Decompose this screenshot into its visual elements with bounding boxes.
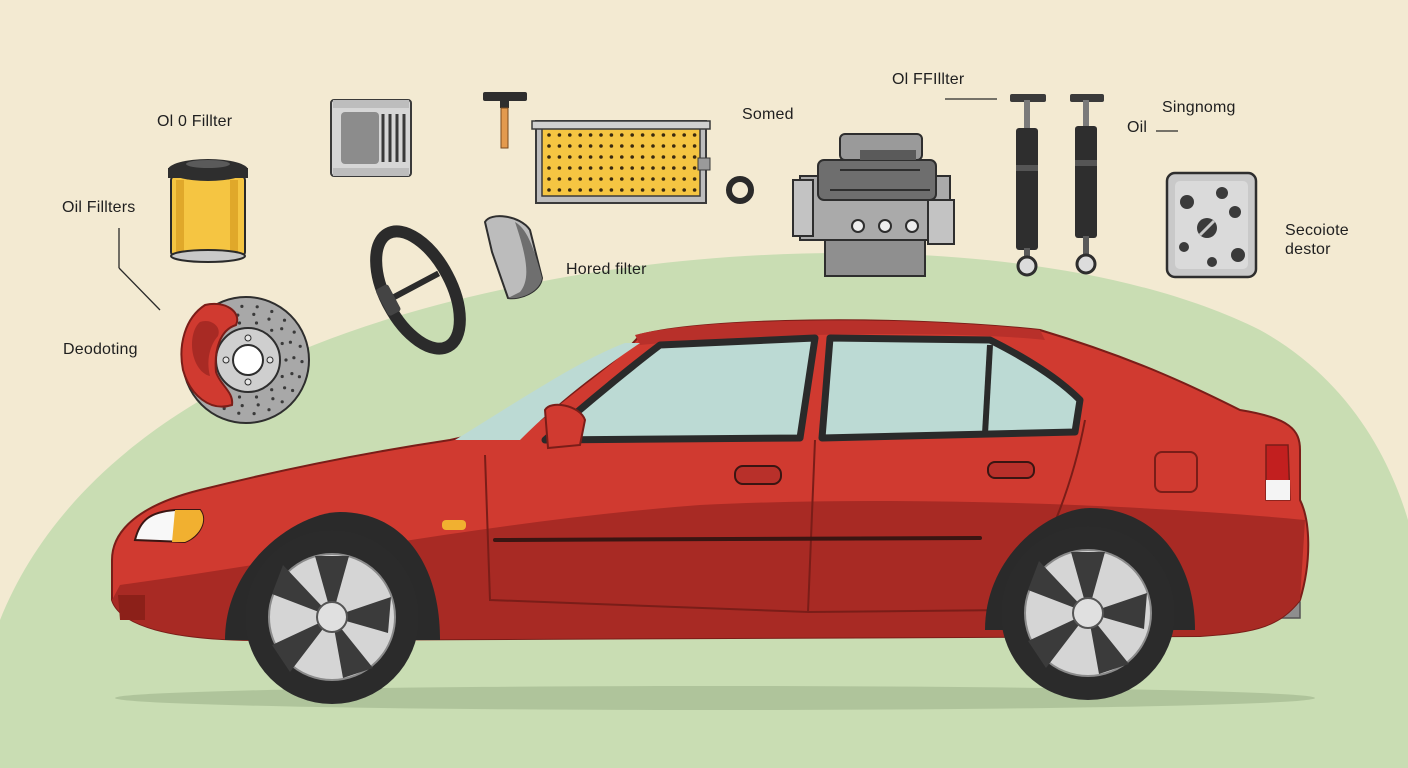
gasket-ring-icon bbox=[726, 176, 754, 204]
rear-door-handle bbox=[987, 461, 1035, 479]
rear-wheel bbox=[1001, 526, 1175, 700]
car-shadow bbox=[115, 686, 1315, 710]
brake-pad-icon bbox=[483, 215, 544, 300]
front-wheel bbox=[245, 530, 419, 704]
rear-window bbox=[818, 334, 1084, 442]
car-icon bbox=[111, 319, 1310, 704]
label-oil-filters: Oil Fillters bbox=[62, 199, 136, 216]
steering-wheel-icon bbox=[370, 225, 466, 355]
shock-absorber-icon bbox=[1070, 94, 1104, 275]
label-secoiote-destor: Secoiote destor bbox=[1285, 222, 1349, 258]
front-door-handle bbox=[734, 465, 782, 485]
brake-disc-icon bbox=[180, 296, 310, 424]
sensor-plate-icon bbox=[1165, 171, 1258, 279]
engine-icon bbox=[792, 133, 955, 277]
label-hored-filter: Hored filter bbox=[566, 261, 647, 278]
label-singnomg: Singnomg bbox=[1162, 99, 1236, 116]
air-filter-icon bbox=[531, 120, 711, 204]
side-indicator bbox=[442, 520, 466, 530]
oil-filter-icon bbox=[168, 159, 248, 263]
cabin-filter-icon bbox=[330, 99, 412, 177]
label-oil: Oil bbox=[1127, 119, 1148, 136]
shock-absorber-icon bbox=[1010, 94, 1046, 277]
label-oil-0-filter: Ol 0 Fillter bbox=[157, 113, 233, 130]
hammer-tool-icon bbox=[483, 92, 527, 149]
label-deodoting: Deodoting bbox=[63, 341, 138, 358]
fuel-door bbox=[1154, 451, 1198, 493]
label-ol-ffillter: Ol FFIllter bbox=[892, 71, 965, 88]
label-somed: Somed bbox=[742, 106, 794, 123]
